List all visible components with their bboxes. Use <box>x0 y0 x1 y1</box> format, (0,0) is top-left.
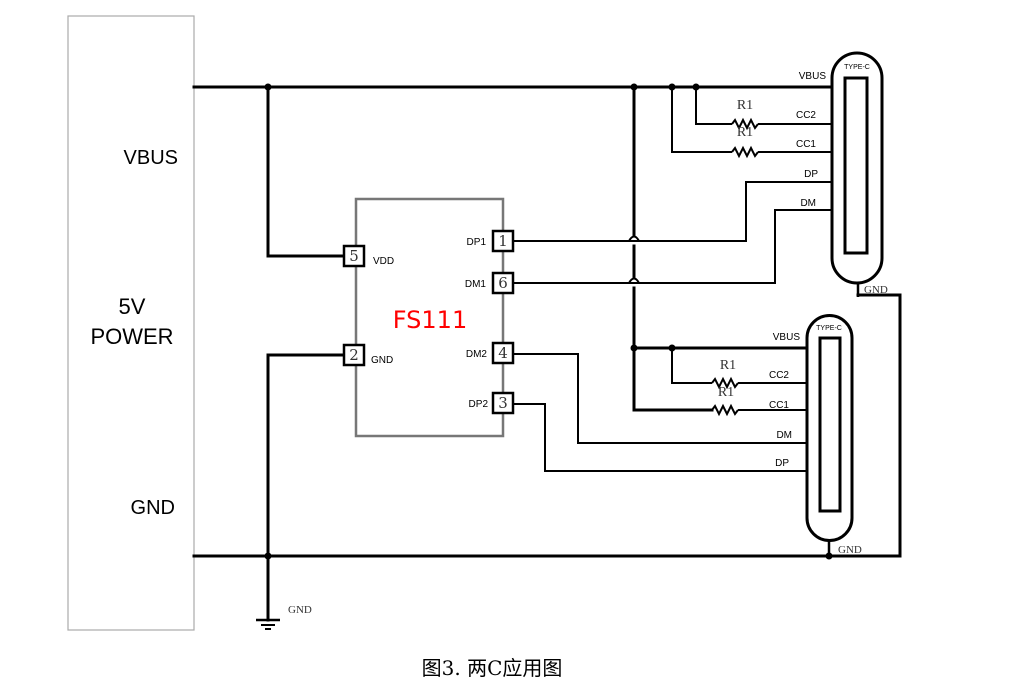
power-title-line2: POWER <box>90 324 173 349</box>
conn1-gnd-label: GND <box>864 284 888 296</box>
vdd-wire <box>266 85 346 258</box>
junction-dot <box>630 344 638 352</box>
pin-number: 6 <box>498 274 508 292</box>
conn1-type-label: TYPE-C <box>844 64 870 71</box>
chip-pin-6 <box>491 271 515 295</box>
dp1-wire <box>512 181 832 242</box>
pin-label-dp2: DP2 <box>469 399 489 410</box>
junction-dot <box>630 83 638 91</box>
pin-number: 5 <box>349 247 359 265</box>
chip-pin-3 <box>491 391 515 415</box>
junction-dot <box>264 83 272 91</box>
resistor-icon <box>731 145 759 159</box>
conn1-pin-cc2: CC2 <box>796 110 816 121</box>
type-c-connector-1 <box>830 51 884 297</box>
dm2-wire <box>512 353 808 444</box>
fs111-chip-body <box>354 197 505 438</box>
conn2-pin-cc2: CC2 <box>769 370 789 381</box>
pin-number: 4 <box>498 344 508 362</box>
conn2-pin-cc1: CC1 <box>769 400 789 411</box>
resistor-label: R1 <box>718 385 734 400</box>
resistor-icon <box>711 376 739 390</box>
conn2-type-label: TYPE-C <box>816 325 842 332</box>
junction-dot <box>825 552 833 560</box>
dm1-wire <box>512 209 832 284</box>
pin-label-gnd: GND <box>371 355 393 366</box>
power-gnd-label: GND <box>131 497 175 519</box>
conn2-pin-dm: DM <box>776 430 792 441</box>
chip-name: FS111 <box>393 306 467 334</box>
conn1-pin-vbus: VBUS <box>799 71 827 82</box>
wire-hop <box>628 235 640 242</box>
resistor-label: R1 <box>737 125 753 140</box>
pin-label-vdd: VDD <box>373 256 394 267</box>
type-c-connector-2 <box>805 314 854 556</box>
resistor-icon <box>711 403 739 417</box>
power-vbus-label: VBUS <box>124 147 178 169</box>
pin-number: 1 <box>498 232 508 250</box>
conn1-pin-cc1: CC1 <box>796 139 816 150</box>
power-source-box <box>67 15 195 631</box>
conn1-pin-dp: DP <box>804 169 818 180</box>
conn1-pin-dm: DM <box>800 198 816 209</box>
resistor-icon <box>731 117 759 131</box>
ground-icon <box>256 618 280 630</box>
chip-pin-5 <box>342 244 366 268</box>
cc2-wire-top <box>695 87 832 125</box>
pin-label-dm1: DM1 <box>465 279 487 290</box>
resistor-label: R1 <box>737 98 753 113</box>
chip-pin-2 <box>342 343 366 367</box>
conn2-pin-vbus: VBUS <box>773 332 801 343</box>
cc2-wire-bottom <box>671 348 808 384</box>
gnd-pin-wire <box>266 353 346 622</box>
dp2-wire <box>512 403 808 472</box>
ground-symbol-label: GND <box>288 604 312 616</box>
gnd-rail <box>192 293 902 558</box>
power-title-line1: 5V <box>119 294 146 319</box>
junction-dot <box>264 552 272 560</box>
cc1-wire-top <box>671 87 832 153</box>
resistor-label: R1 <box>720 358 736 373</box>
wire-hop <box>628 277 640 284</box>
pin-number: 3 <box>498 394 508 412</box>
vbus-vertical <box>632 85 714 412</box>
figure-caption: 图3. 两C应用图 <box>422 656 563 680</box>
chip-pin-4 <box>491 341 515 365</box>
conn2-gnd-label: GND <box>838 544 862 556</box>
conn2-pin-dp: DP <box>775 458 789 469</box>
pin-label-dp1: DP1 <box>467 237 487 248</box>
pin-number: 2 <box>349 346 359 364</box>
chip-pin-1 <box>491 229 515 253</box>
pin-label-dm2: DM2 <box>466 349 488 360</box>
